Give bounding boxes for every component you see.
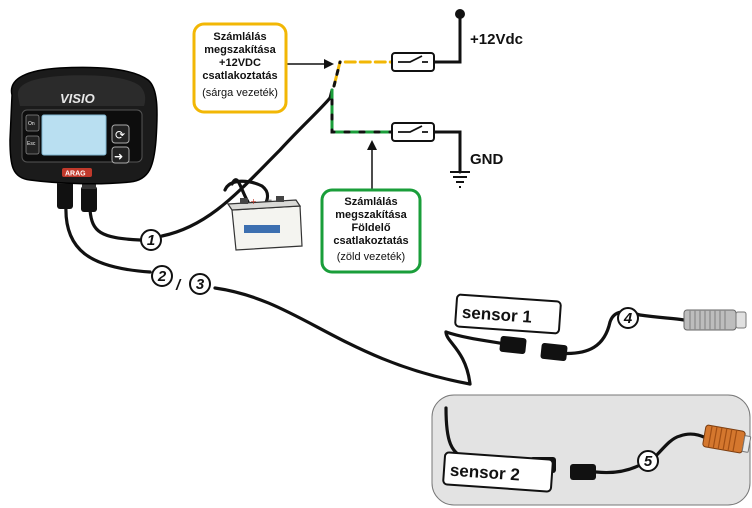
ground-label: GND: [470, 151, 504, 168]
ground-icon: [450, 171, 470, 188]
yellow-wire-callout: Számlálás megszakítása +12VDC csatlakozt…: [192, 22, 288, 114]
sensor-1-connectors: [499, 335, 568, 362]
connection-marker-4: 4: [617, 307, 639, 329]
cables: [64, 96, 708, 475]
visio-device: VISIO On Esc ⟳ ➜ ARAG: [9, 66, 158, 185]
sensor-2-tag: sensor 2: [442, 451, 554, 493]
sensor-1-probe: [683, 309, 747, 331]
connection-marker-1: 1: [140, 229, 162, 251]
device-screen: [41, 114, 107, 156]
svg-text:+12VDC: +12VDC: [219, 57, 261, 69]
battery: + −: [226, 196, 303, 251]
svg-text:Számlálás: Számlálás: [344, 196, 397, 208]
positive-voltage-label: +12Vdc: [470, 31, 523, 48]
svg-text:4: 4: [623, 310, 633, 327]
sensor-2-probe: [702, 424, 752, 454]
svg-text:ARAG: ARAG: [65, 171, 86, 178]
svg-text:megszakítása: megszakítása: [204, 44, 276, 56]
sensor-1-tag: sensor 1: [454, 293, 562, 335]
svg-text:Számlálás: Számlálás: [213, 31, 266, 43]
svg-text:csatlakoztatás: csatlakoztatás: [333, 235, 408, 247]
refresh-icon: ⟳: [115, 128, 125, 142]
sensor-2-panel: [431, 394, 751, 506]
green-wire-callout: Számlálás megszakítása Földelő csatlakoz…: [320, 188, 422, 274]
connection-marker-2: 2: [151, 265, 173, 287]
arrow-right-icon: ➜: [114, 150, 123, 163]
connection-marker-3: 3: [189, 273, 211, 295]
svg-text:megszakítása: megszakítása: [335, 209, 407, 221]
svg-text:+: +: [250, 197, 257, 206]
svg-text:(sárga vezeték): (sárga vezeték): [202, 87, 278, 99]
sensor-1-label: sensor 1: [461, 303, 532, 327]
positive-terminal-icon: [455, 9, 465, 19]
arag-logo: [62, 168, 92, 177]
svg-text:csatlakoztatás: csatlakoztatás: [202, 70, 277, 82]
switch-ground: [391, 122, 435, 142]
sensor-2-label: sensor 2: [449, 461, 520, 485]
switch-positive: [391, 52, 435, 72]
arrow-button: [111, 146, 130, 164]
connection-separator: /: [175, 277, 182, 294]
svg-text:5: 5: [644, 453, 653, 470]
connection-marker-5: 5: [637, 450, 659, 472]
device-top-band: [17, 75, 146, 106]
battery-label: [244, 225, 280, 233]
svg-text:Földelő: Földelő: [351, 222, 390, 234]
enter-button: [111, 124, 130, 144]
svg-text:On: On: [28, 121, 35, 127]
svg-text:3: 3: [196, 276, 205, 293]
svg-text:Esc: Esc: [27, 141, 36, 147]
svg-text:2: 2: [157, 268, 167, 285]
callout-arrows: [286, 59, 377, 190]
svg-text:(zöld vezeték): (zöld vezeték): [337, 251, 405, 263]
switch-wiring: [328, 16, 462, 174]
svg-text:−: −: [265, 196, 273, 206]
esc-button: [25, 135, 40, 155]
device-brand-label: VISIO: [60, 91, 95, 106]
on-button: [25, 114, 40, 132]
svg-text:1: 1: [147, 232, 155, 249]
